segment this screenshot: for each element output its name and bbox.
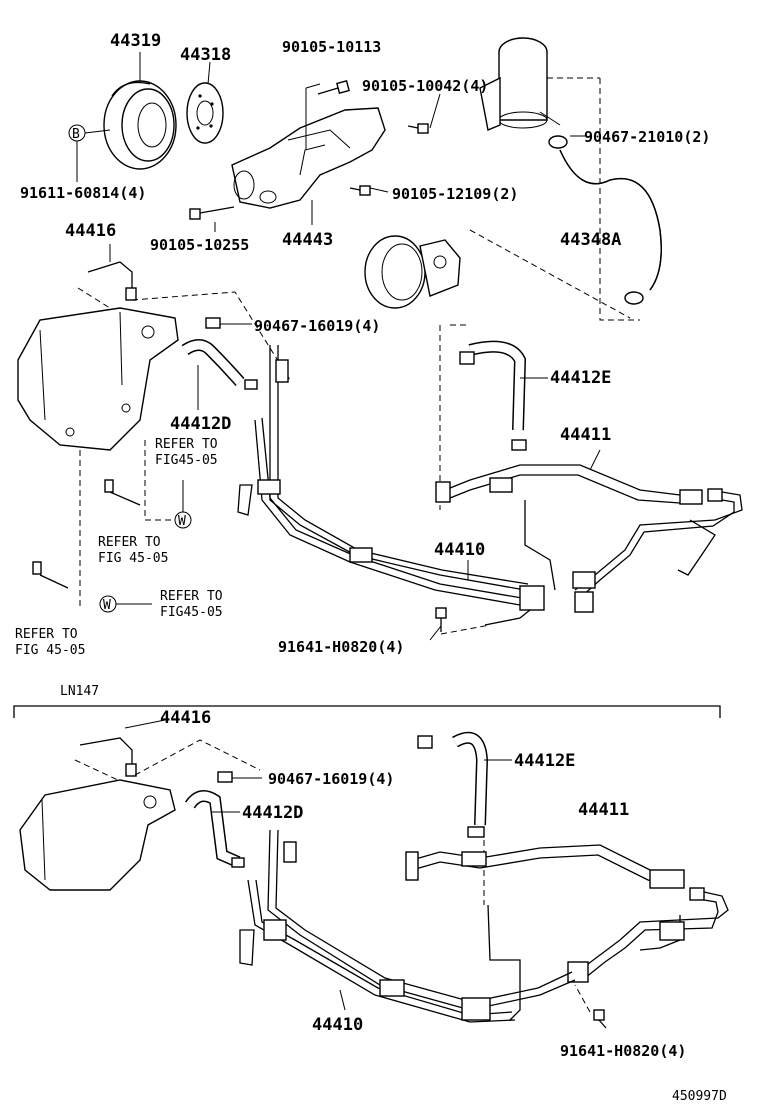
steering-gear-bot[interactable] <box>19 779 176 891</box>
label-44412D-bot: 44412D <box>242 803 303 823</box>
label-44318: 44318 <box>180 45 231 65</box>
pipe-44411-top[interactable] <box>435 464 743 613</box>
power-steering-pump[interactable] <box>364 235 461 309</box>
bolt-90105-10042[interactable] <box>407 123 429 134</box>
label-91611-60814: 91611-60814(4) <box>20 184 146 202</box>
label-44410-bot: 44410 <box>312 1015 363 1035</box>
note-fig-3: FIG45-05 <box>160 605 223 620</box>
label-44412E-top: 44412E <box>550 368 611 388</box>
clamp-90467-16019-top[interactable] <box>205 317 258 390</box>
clamp-44412E-top[interactable] <box>459 351 527 451</box>
label-44443: 44443 <box>282 230 333 250</box>
section-title: LN147 <box>60 684 99 699</box>
label-90467-16019-top: 90467-16019(4) <box>254 317 380 335</box>
label-44416-top: 44416 <box>65 221 116 241</box>
bracket-44443[interactable] <box>231 107 386 209</box>
note-refer-1: REFER TO <box>155 437 218 452</box>
label-44416-bot: 44416 <box>160 708 211 728</box>
label-90105-10255: 90105-10255 <box>150 236 249 254</box>
bolt-91641-H0820-bot[interactable] <box>593 1009 607 1029</box>
pipe-44411-bot[interactable] <box>405 844 729 983</box>
bolt-90105-10113[interactable] <box>317 80 350 95</box>
plate-44318[interactable] <box>186 82 224 144</box>
label-44411-bot: 44411 <box>578 800 629 820</box>
pipe-44416-bot[interactable] <box>79 737 137 777</box>
clamp-90467-21010[interactable] <box>548 135 644 305</box>
diagram-id: 450997D <box>672 1089 727 1104</box>
bolt-left-2[interactable] <box>32 561 69 589</box>
label-44319: 44319 <box>110 31 161 51</box>
label-90467-21010: 90467-21010(2) <box>584 128 710 146</box>
label-44410-top: 44410 <box>434 540 485 560</box>
clamp-44412E-bot[interactable] <box>417 735 485 838</box>
label-91641-H0820-bot: 91641-H0820(4) <box>560 1042 686 1060</box>
pipe-44416-top[interactable] <box>87 261 137 301</box>
note-refer-2: REFER TO <box>98 535 161 550</box>
label-90105-12109: 90105-12109(2) <box>392 185 518 203</box>
pipe-assembly-44410-bot[interactable] <box>239 829 576 1023</box>
note-refer-4: REFER TO <box>15 627 78 642</box>
svg-text:W: W <box>103 598 111 613</box>
note-refer-3: REFER TO <box>160 589 223 604</box>
svg-text:W: W <box>178 514 186 529</box>
label-91641-H0820-top: 91641-H0820(4) <box>278 638 404 656</box>
bolt-left-1[interactable] <box>104 479 141 506</box>
clamp-90467-16019-bot[interactable] <box>217 771 245 868</box>
bolt-90105-12109[interactable] <box>349 185 371 196</box>
bolt-91641-H0820-top[interactable] <box>435 607 447 632</box>
pipe-assembly-44410-top[interactable] <box>237 345 545 626</box>
label-44348A: 44348A <box>560 230 621 250</box>
reservoir[interactable] <box>479 37 561 131</box>
marker-w-1: W <box>174 511 192 529</box>
label-90467-16019-bot: 90467-16019(4) <box>268 770 394 788</box>
label-90105-10042: 90105-10042(4) <box>362 77 488 95</box>
svg-text:B: B <box>72 127 80 142</box>
note-fig-1: FIG45-05 <box>155 453 218 468</box>
bolt-90105-10255[interactable] <box>189 206 235 220</box>
label-44411-top: 44411 <box>560 425 611 445</box>
label-44412E-bot: 44412E <box>514 751 575 771</box>
marker-w-2: W <box>99 595 117 613</box>
note-fig-2: FIG 45-05 <box>98 551 168 566</box>
section-bracket <box>13 705 721 718</box>
steering-gear-top[interactable] <box>17 307 179 451</box>
label-90105-10113: 90105-10113 <box>282 38 381 56</box>
note-fig-4: FIG 45-05 <box>15 643 85 658</box>
pulley-44319[interactable] <box>103 80 177 170</box>
marker-b: B <box>68 124 86 142</box>
label-44412D-top: 44412D <box>170 414 231 434</box>
